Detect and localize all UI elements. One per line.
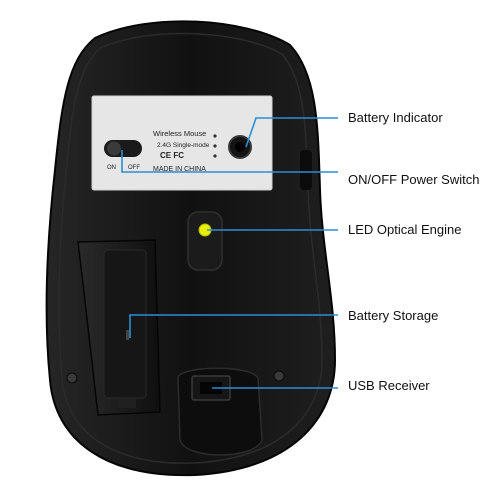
label-sticker [91,95,273,191]
callout-line-battery-indicator [245,117,338,148]
callout-line-battery-storage [129,314,338,338]
sticker-line-1: Wireless Mouse [153,129,206,138]
mouse-rim [58,32,323,464]
sticker-line-2: 2.4G Single-mode [157,142,210,149]
callout-led-optical-engine: LED Optical Engine [348,222,462,237]
sticker-certification-marks: CE FC [160,151,184,160]
usb-receiver-port [200,382,222,394]
callout-power-switch: ON/OFF Power Switch [348,172,480,187]
callout-battery-indicator: Battery Indicator [348,110,443,125]
side-button [300,150,312,190]
switch-off-label: OFF [128,165,140,171]
battery-spring [118,398,136,408]
indicator-dot [213,154,217,158]
callout-line-power-switch [121,150,338,173]
battery-contact [126,330,129,340]
indicator-dot [213,134,217,138]
screw [66,372,78,384]
callout-lines [121,117,338,389]
battery-slot [103,249,147,399]
optical-sensor-housing [187,211,223,271]
sticker-line-4: MADE IN CHINA [153,166,206,173]
callout-usb-receiver: USB Receiver [348,378,430,393]
switch-on-label: ON [107,165,116,171]
power-switch-knob [107,141,121,156]
battery-indicator-lens [235,142,245,152]
screw [273,370,285,382]
indicator-dot [213,144,217,148]
callout-battery-storage: Battery Storage [348,308,439,323]
